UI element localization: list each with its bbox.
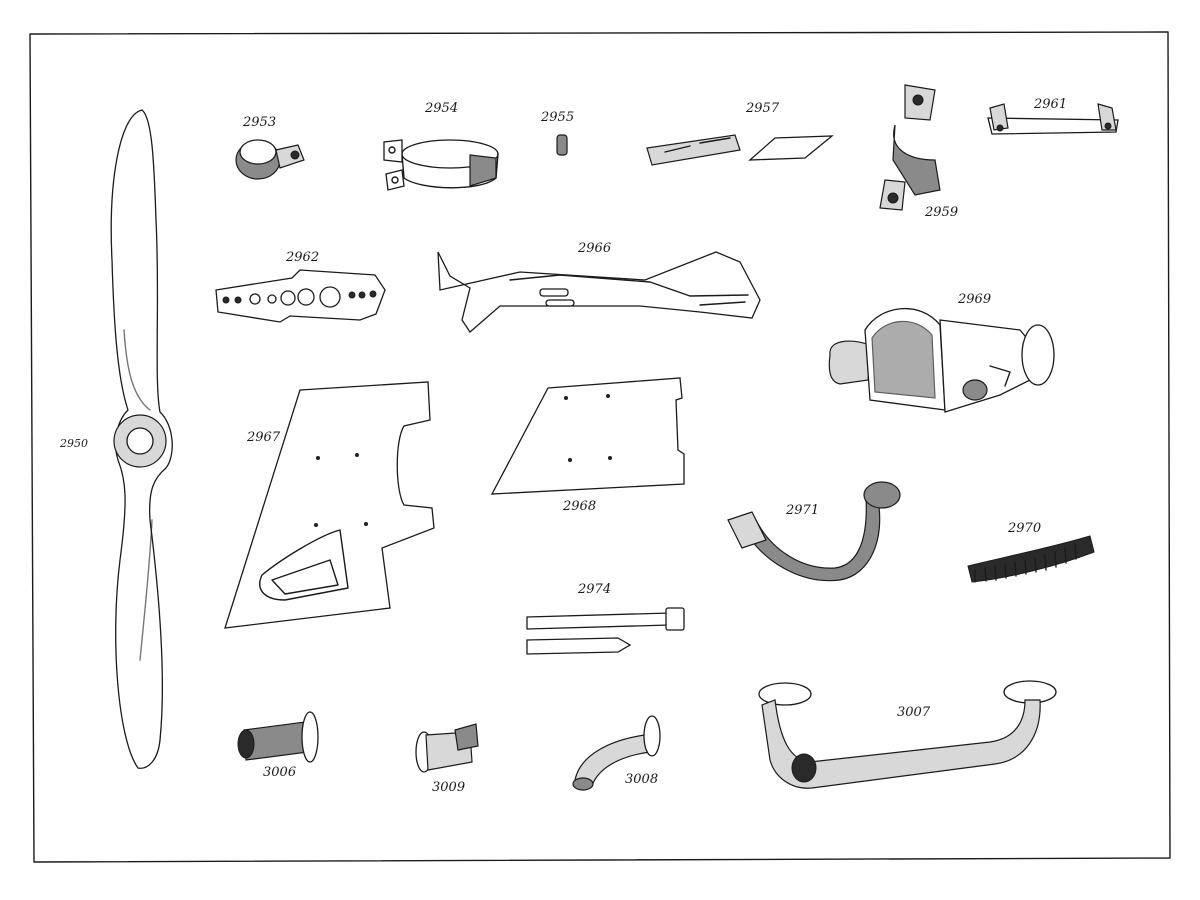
label-2967: 2967	[247, 430, 281, 445]
label-2961: 2961	[1034, 97, 1068, 112]
sheet-border	[29, 31, 1171, 863]
part-y-manifold	[758, 680, 1057, 789]
part-clamp-small	[235, 139, 305, 180]
label-2970: 2970	[1008, 521, 1042, 536]
label-2959: 2959	[925, 205, 959, 220]
part-side-panel	[224, 381, 435, 629]
label-3007: 3007	[897, 705, 931, 720]
part-flanged-stub	[237, 711, 319, 763]
part-flat-panel	[490, 377, 685, 495]
label-2957: 2957	[746, 101, 780, 116]
part-channel-plates	[646, 134, 834, 166]
part-hinge-fitting	[879, 84, 941, 211]
part-propeller	[110, 109, 173, 769]
part-nozzle-fitting	[415, 723, 479, 773]
part-elbow-pipe	[572, 715, 661, 791]
label-2974: 2974	[578, 582, 612, 597]
label-3009: 3009	[432, 780, 466, 795]
part-link-bar	[987, 103, 1119, 135]
label-2968: 2968	[563, 499, 597, 514]
label-3006: 3006	[263, 765, 297, 780]
part-corrugated-strip	[967, 535, 1095, 583]
label-3008: 3008	[625, 772, 659, 787]
part-pin	[556, 134, 568, 156]
label-2950: 2950	[60, 437, 88, 450]
label-2962: 2962	[286, 250, 320, 265]
part-perforated-plate	[215, 269, 386, 323]
label-2971: 2971	[786, 503, 820, 518]
part-flat-bars	[526, 607, 685, 655]
label-2953: 2953	[243, 115, 277, 130]
label-2966: 2966	[578, 241, 612, 256]
label-2954: 2954	[425, 101, 459, 116]
label-2969: 2969	[958, 292, 992, 307]
part-air-intake	[828, 307, 1055, 413]
label-2955: 2955	[541, 110, 575, 125]
part-bracket-frame	[437, 251, 761, 333]
part-curved-pipe	[727, 481, 901, 582]
part-strap-clamp	[383, 139, 499, 191]
